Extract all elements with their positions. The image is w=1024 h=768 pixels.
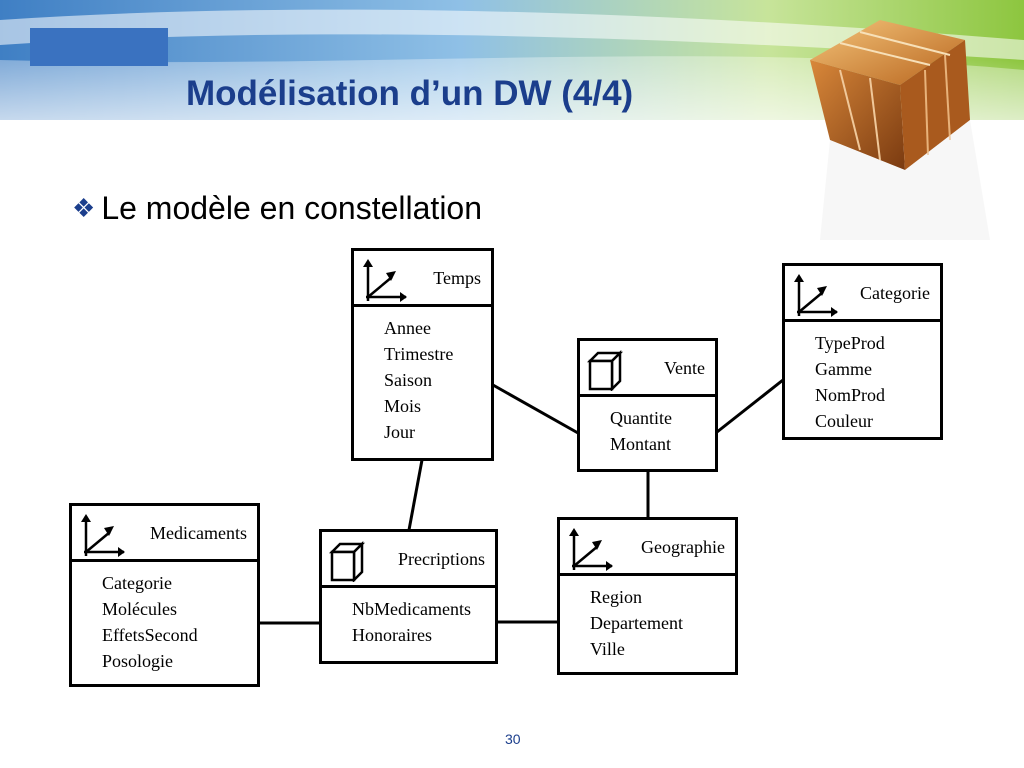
attribute: NomProd — [815, 385, 886, 405]
fact-vente-title: Vente — [664, 358, 705, 378]
dimension-medicaments-attributes: Categorie Molécules EffetsSecond Posolog… — [72, 562, 257, 674]
attribute: Couleur — [815, 411, 873, 431]
dimension-geographie-title: Geographie — [641, 537, 725, 557]
link-temps-vente — [492, 383, 579, 435]
dimension-temps-attributes: Annee Trimestre Saison Mois Jour — [354, 307, 491, 445]
attribute: Saison — [384, 370, 433, 390]
fact-prescriptions-attributes: NbMedicaments Honoraires — [322, 588, 495, 648]
attribute: Gamme — [815, 359, 872, 379]
attribute: Categorie — [102, 573, 172, 593]
cube-icon — [586, 349, 624, 391]
bullet-item: ❖ Le modèle en constellation — [72, 190, 482, 227]
axes-icon — [81, 514, 125, 557]
fact-vente-attributes: Quantite Montant — [580, 397, 715, 457]
fact-prescriptions-header: Precriptions — [322, 532, 495, 588]
attribute: Departement — [590, 613, 683, 633]
dimension-medicaments: Medicaments Categorie Molécules EffetsSe… — [69, 503, 260, 687]
attribute: Trimestre — [384, 344, 454, 364]
dimension-categorie-title: Categorie — [860, 283, 930, 303]
dimension-medicaments-title: Medicaments — [150, 523, 247, 543]
decorative-cube-icon — [810, 20, 990, 240]
axes-icon — [569, 528, 613, 571]
dimension-geographie: Geographie Region Departement Ville — [557, 517, 738, 675]
dimension-categorie-header: Categorie — [785, 266, 940, 322]
dimension-geographie-header: Geographie — [560, 520, 735, 576]
attribute: Jour — [384, 422, 415, 442]
attribute: Mois — [384, 396, 422, 416]
header-banner — [0, 0, 1024, 240]
attribute: Montant — [610, 434, 671, 454]
cube-icon — [328, 540, 366, 582]
attribute: TypeProd — [815, 333, 885, 353]
fact-prescriptions: Precriptions NbMedicaments Honoraires — [319, 529, 498, 664]
attribute: Ville — [590, 639, 625, 659]
diamond-bullet-icon: ❖ — [72, 193, 96, 223]
dimension-categorie-attributes: TypeProd Gamme NomProd Couleur — [785, 322, 940, 434]
attribute: Region — [590, 587, 642, 607]
axes-icon — [363, 259, 407, 302]
dimension-temps-header: Temps — [354, 251, 491, 307]
dimension-temps-title: Temps — [433, 268, 481, 288]
attribute: Molécules — [102, 599, 177, 619]
attribute: EffetsSecond — [102, 625, 198, 645]
attribute: Quantite — [610, 408, 672, 428]
link-categorie-vente — [716, 378, 784, 434]
attribute: NbMedicaments — [352, 599, 471, 619]
dimension-geographie-attributes: Region Departement Ville — [560, 576, 735, 662]
bullet-text: Le modèle en constellation — [101, 190, 483, 226]
page-number: 30 — [505, 731, 521, 747]
slide-title: Modélisation d’un DW (4/4) — [186, 74, 634, 113]
attribute: Honoraires — [352, 625, 432, 645]
fact-vente: Vente Quantite Montant — [577, 338, 718, 472]
attribute: Annee — [384, 318, 431, 338]
axes-icon — [794, 274, 838, 317]
dimension-medicaments-header: Medicaments — [72, 506, 257, 562]
dimension-categorie: Categorie TypeProd Gamme NomProd Couleur — [782, 263, 943, 440]
dimension-temps: Temps Annee Trimestre Saison Mois Jour — [351, 248, 494, 461]
link-temps-prescriptions — [407, 459, 424, 531]
fact-prescriptions-title: Precriptions — [398, 549, 485, 569]
fact-vente-header: Vente — [580, 341, 715, 397]
attribute: Posologie — [102, 651, 174, 671]
